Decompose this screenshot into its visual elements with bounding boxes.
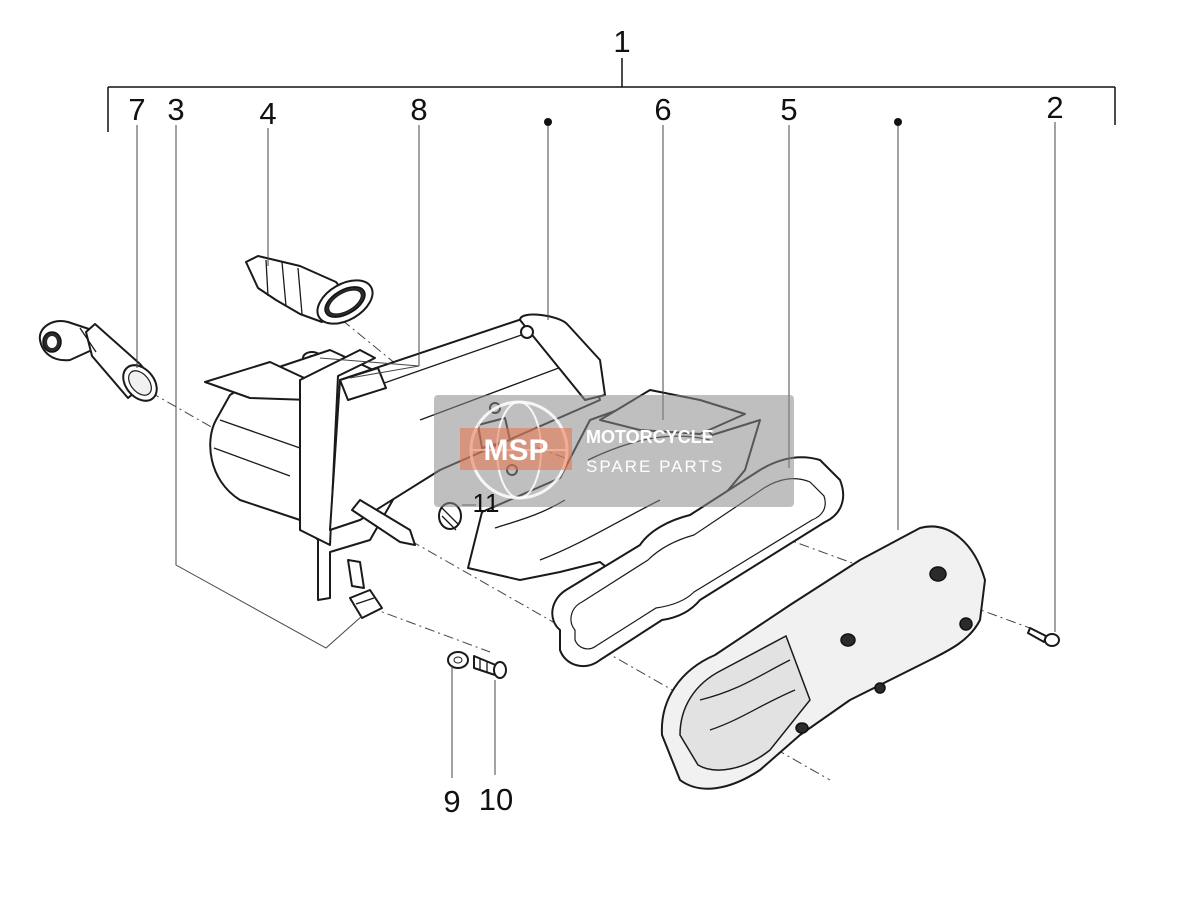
label-part-3: 3: [167, 92, 184, 127]
label-part-1: 1: [613, 24, 630, 59]
dot-marker-cover: [894, 118, 902, 126]
part-rubber-elbow: [245, 255, 374, 325]
label-part-5: 5: [780, 92, 797, 127]
label-part-10: 10: [479, 782, 513, 817]
part-grommet: [438, 502, 462, 531]
watermark: MSP MOTORCYCLE SPARE PARTS: [434, 395, 794, 507]
part-airbox-cover: [660, 525, 986, 790]
watermark-line1: MOTORCYCLE: [586, 427, 714, 447]
label-part-9: 9: [443, 784, 460, 819]
label-part-11: 11: [473, 488, 500, 518]
watermark-logo: MSP: [483, 434, 548, 467]
part-airbox-housing: [204, 313, 606, 601]
watermark-line2: SPARE PARTS: [586, 457, 724, 476]
watermark-logo-badge: [460, 428, 572, 470]
assembly-bracket: [107, 58, 1116, 132]
part-washer-bolt: [447, 651, 507, 679]
part-clip-nut: [349, 589, 383, 619]
label-part-2: 2: [1046, 90, 1063, 125]
part-number-labels: 1 7 3 4 8 6 5 2 11 9 10: [128, 24, 1063, 819]
dot-marker-housing-frame: [544, 118, 552, 126]
dot-markers: [544, 118, 902, 126]
part-screw: [1027, 627, 1060, 647]
leader-lines: [136, 122, 1056, 778]
label-part-4: 4: [259, 96, 276, 131]
label-part-6: 6: [654, 92, 671, 127]
label-part-8: 8: [410, 92, 427, 127]
label-part-7: 7: [128, 92, 145, 127]
part-intake-tube: [38, 320, 158, 402]
part-gasket: [551, 456, 845, 668]
